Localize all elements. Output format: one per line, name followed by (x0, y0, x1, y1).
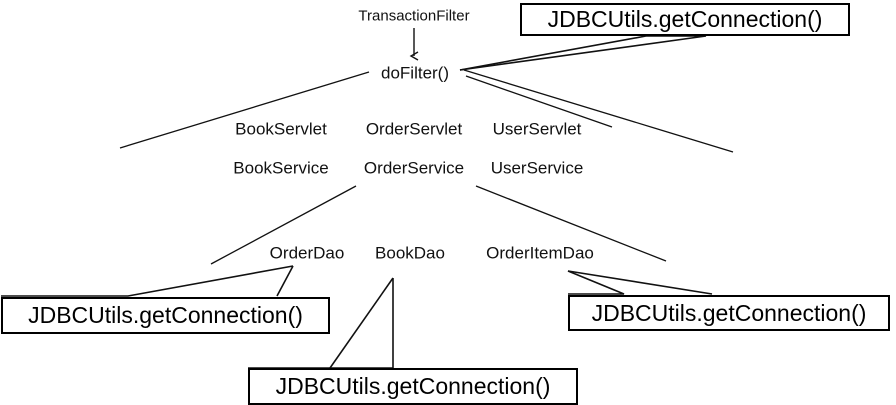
connector-service-to-order-item-dao (475, 185, 667, 262)
callout-bottom-left: JDBCUtils.getConnection() (1, 297, 330, 334)
connector-order-item-dao-to-callout-bottom-right (567, 270, 625, 295)
node-transaction-filter: TransactionFilter (358, 7, 470, 25)
node-order-dao: OrderDao (269, 243, 345, 263)
connector-dofilter-to-left-servlets (119, 71, 370, 149)
connector-order-dao-to-callout-bottom-left (1, 265, 294, 297)
node-book-servlet: BookServlet (235, 119, 327, 139)
node-user-service: UserService (490, 158, 584, 178)
node-book-dao: BookDao (375, 243, 445, 263)
connector-dofilter-to-callout-top-right (459, 35, 707, 71)
callout-bottom-center: JDBCUtils.getConnection() (248, 368, 578, 405)
node-user-servlet: UserServlet (492, 119, 582, 139)
connector-service-to-order-dao (210, 185, 357, 265)
node-order-service: OrderService (363, 158, 465, 178)
node-book-service: BookService (233, 158, 329, 178)
connector-dofilter-to-callout-top-right-edge (459, 35, 647, 71)
callout-bottom-right: JDBCUtils.getConnection() (568, 295, 890, 331)
connector-dofilter-down-right (465, 75, 613, 128)
node-order-servlet: OrderServlet (365, 119, 463, 139)
node-order-item-dao: OrderItemDao (486, 243, 594, 263)
connector-book-dao-to-callout-bottom-center-edge (329, 277, 394, 369)
callout-top-right: JDBCUtils.getConnection() (520, 3, 850, 36)
connector-order-item-dao-to-callout-bottom-right-edge (567, 270, 713, 295)
connector-order-dao-to-callout-bottom-left-edge (276, 265, 294, 297)
node-do-filter: doFilter() (380, 63, 450, 83)
connector-dofilter-to-right-servlets (463, 69, 734, 153)
